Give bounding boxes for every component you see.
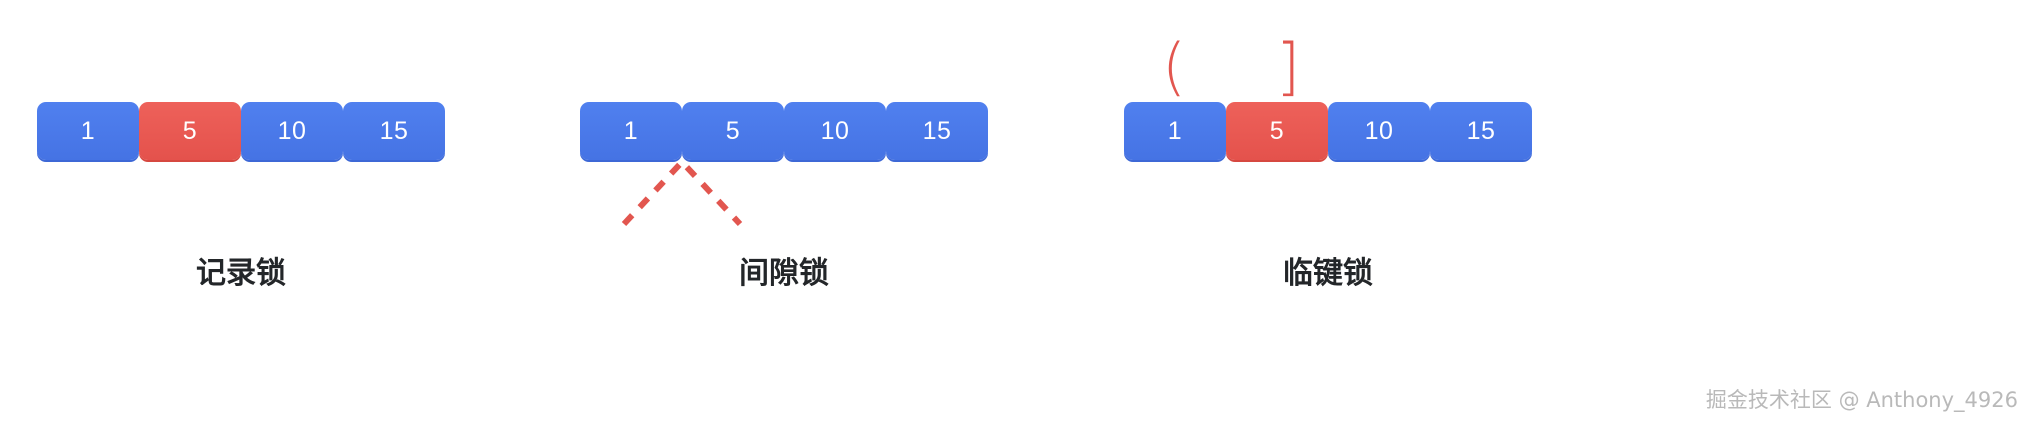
key-cell-label: 5 bbox=[725, 116, 741, 145]
key-cell: 1 bbox=[580, 102, 682, 160]
key-cell-label: 1 bbox=[1167, 116, 1183, 145]
key-cell: 15 bbox=[1430, 102, 1532, 160]
cell-row: 1 5 10 15 bbox=[1124, 102, 1532, 160]
key-cell: 10 bbox=[784, 102, 886, 160]
key-cell-label: 10 bbox=[277, 116, 307, 145]
key-cell: 15 bbox=[886, 102, 988, 160]
key-cell-label: 10 bbox=[1364, 116, 1394, 145]
key-cell: 1 bbox=[1124, 102, 1226, 160]
next-key-interval-marker: ( ] bbox=[1124, 30, 1544, 110]
key-cell-label: 1 bbox=[623, 116, 639, 145]
key-cell: 10 bbox=[241, 102, 343, 160]
key-cell-label: 15 bbox=[1466, 116, 1496, 145]
interval-close-bracket-icon: ] bbox=[1276, 30, 1301, 103]
key-cell-locked: 5 bbox=[1226, 102, 1328, 160]
key-cell-label: 5 bbox=[182, 116, 198, 145]
key-cell-label: 10 bbox=[820, 116, 850, 145]
key-cell-label: 5 bbox=[1269, 116, 1285, 145]
key-cell: 1 bbox=[37, 102, 139, 160]
key-cell-label: 15 bbox=[922, 116, 952, 145]
key-cell-locked: 5 bbox=[139, 102, 241, 160]
key-cell-label: 1 bbox=[80, 116, 96, 145]
cell-row: 1 5 10 15 bbox=[37, 102, 445, 160]
key-cell: 5 bbox=[682, 102, 784, 160]
watermark: 掘金技术社区 @ Anthony_4926 bbox=[1705, 388, 2018, 412]
key-cell: 15 bbox=[343, 102, 445, 160]
interval-open-paren-icon: ( bbox=[1162, 30, 1187, 103]
lock-caption-next-key-lock: 临键锁 bbox=[1283, 256, 1373, 291]
cell-row: 1 5 10 15 bbox=[580, 102, 988, 160]
key-cell: 10 bbox=[1328, 102, 1430, 160]
key-cell-label: 15 bbox=[379, 116, 409, 145]
lock-caption-gap-lock: 间隙锁 bbox=[739, 256, 829, 291]
lock-caption-record-lock: 记录锁 bbox=[196, 256, 286, 291]
